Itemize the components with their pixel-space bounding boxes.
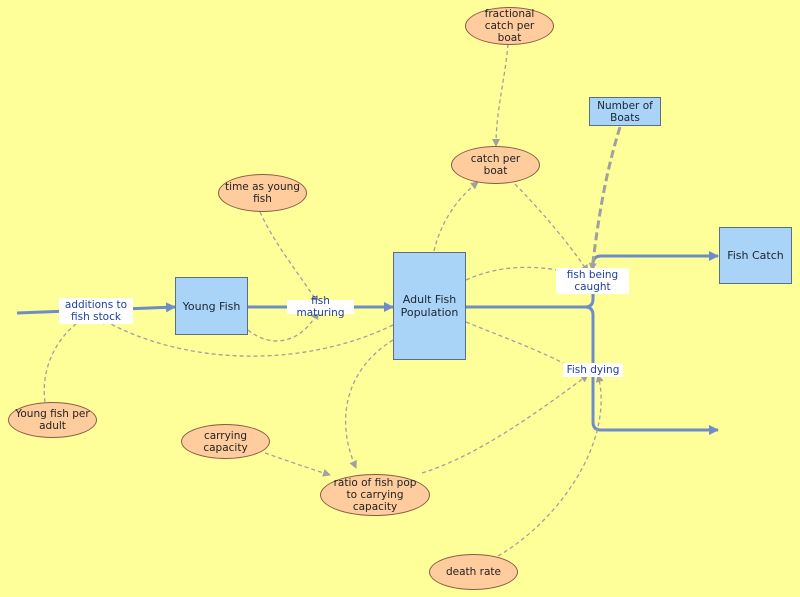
flow-additions-label: additions to fish stock <box>64 299 128 323</box>
converter-carrying-capacity[interactable]: carrying capacity <box>181 424 270 459</box>
link-adult-to-ratio <box>344 339 394 469</box>
link-time-to-maturing <box>259 211 319 304</box>
link-death-to-dying <box>497 374 604 557</box>
flow-fish-being-caught[interactable]: fish being caught <box>556 268 629 294</box>
converter-death-rate[interactable]: death rate <box>429 554 518 590</box>
flow-dying-pipe <box>584 305 719 435</box>
time-as-young-fish-label: time as young fish <box>225 181 300 205</box>
flow-additions-to-fish-stock[interactable]: additions to fish stock <box>59 298 133 324</box>
stock-adult-fish-label: Adult Fish Population <box>400 293 459 319</box>
link-fractional-to-catch <box>492 43 509 147</box>
link-adult-to-catch <box>433 181 479 252</box>
link-ratio-to-dying <box>421 374 589 474</box>
stock-young-fish-label: Young Fish <box>182 299 241 313</box>
number-of-boats-label: Number of Boats <box>597 99 653 124</box>
death-rate-label: death rate <box>446 566 501 578</box>
carrying-capacity-label: carrying capacity <box>203 429 248 454</box>
stock-adult-fish-population[interactable]: Adult Fish Population <box>393 252 466 360</box>
flow-maturing-label: fish maturing <box>296 295 345 319</box>
link-catch-to-caught <box>514 183 589 273</box>
link-young-to-maturing <box>247 311 319 342</box>
converter-number-of-boats[interactable]: Number of Boats <box>589 97 661 126</box>
flow-fish-maturing[interactable]: fish maturing <box>287 295 354 319</box>
converter-time-as-young-fish[interactable]: time as young fish <box>218 174 307 212</box>
flow-dying-label: Fish dying <box>566 364 620 376</box>
stock-fish-catch-label: Fish Catch <box>727 249 784 262</box>
young-fish-per-adult-label: Young fish per adult <box>15 408 90 432</box>
flow-fish-dying[interactable]: Fish dying <box>563 363 623 377</box>
link-capacity-to-ratio <box>264 452 331 477</box>
catch-per-boat-label: catch per boat <box>470 153 521 177</box>
converter-young-fish-per-adult[interactable]: Young fish per adult <box>8 402 97 438</box>
converter-catch-per-boat[interactable]: catch per boat <box>451 146 540 184</box>
stock-fish-catch[interactable]: Fish Catch <box>719 227 792 284</box>
converter-fractional-catch[interactable]: fractional catch per boat <box>465 7 554 45</box>
link-adult-to-additions <box>99 317 394 357</box>
link-youngper-to-additions <box>43 314 91 403</box>
flow-being-caught-label: fish being caught <box>566 269 619 293</box>
fractional-catch-label: fractional catch per boat <box>484 8 535 44</box>
ratio-fish-pop-label: ratio of fish pop to carrying capacity <box>333 477 417 513</box>
link-boats-to-caught <box>588 126 622 271</box>
converter-ratio-fish-pop[interactable]: ratio of fish pop to carrying capacity <box>320 474 430 516</box>
stock-young-fish[interactable]: Young Fish <box>175 277 248 335</box>
link-adult-to-dying <box>465 321 581 373</box>
